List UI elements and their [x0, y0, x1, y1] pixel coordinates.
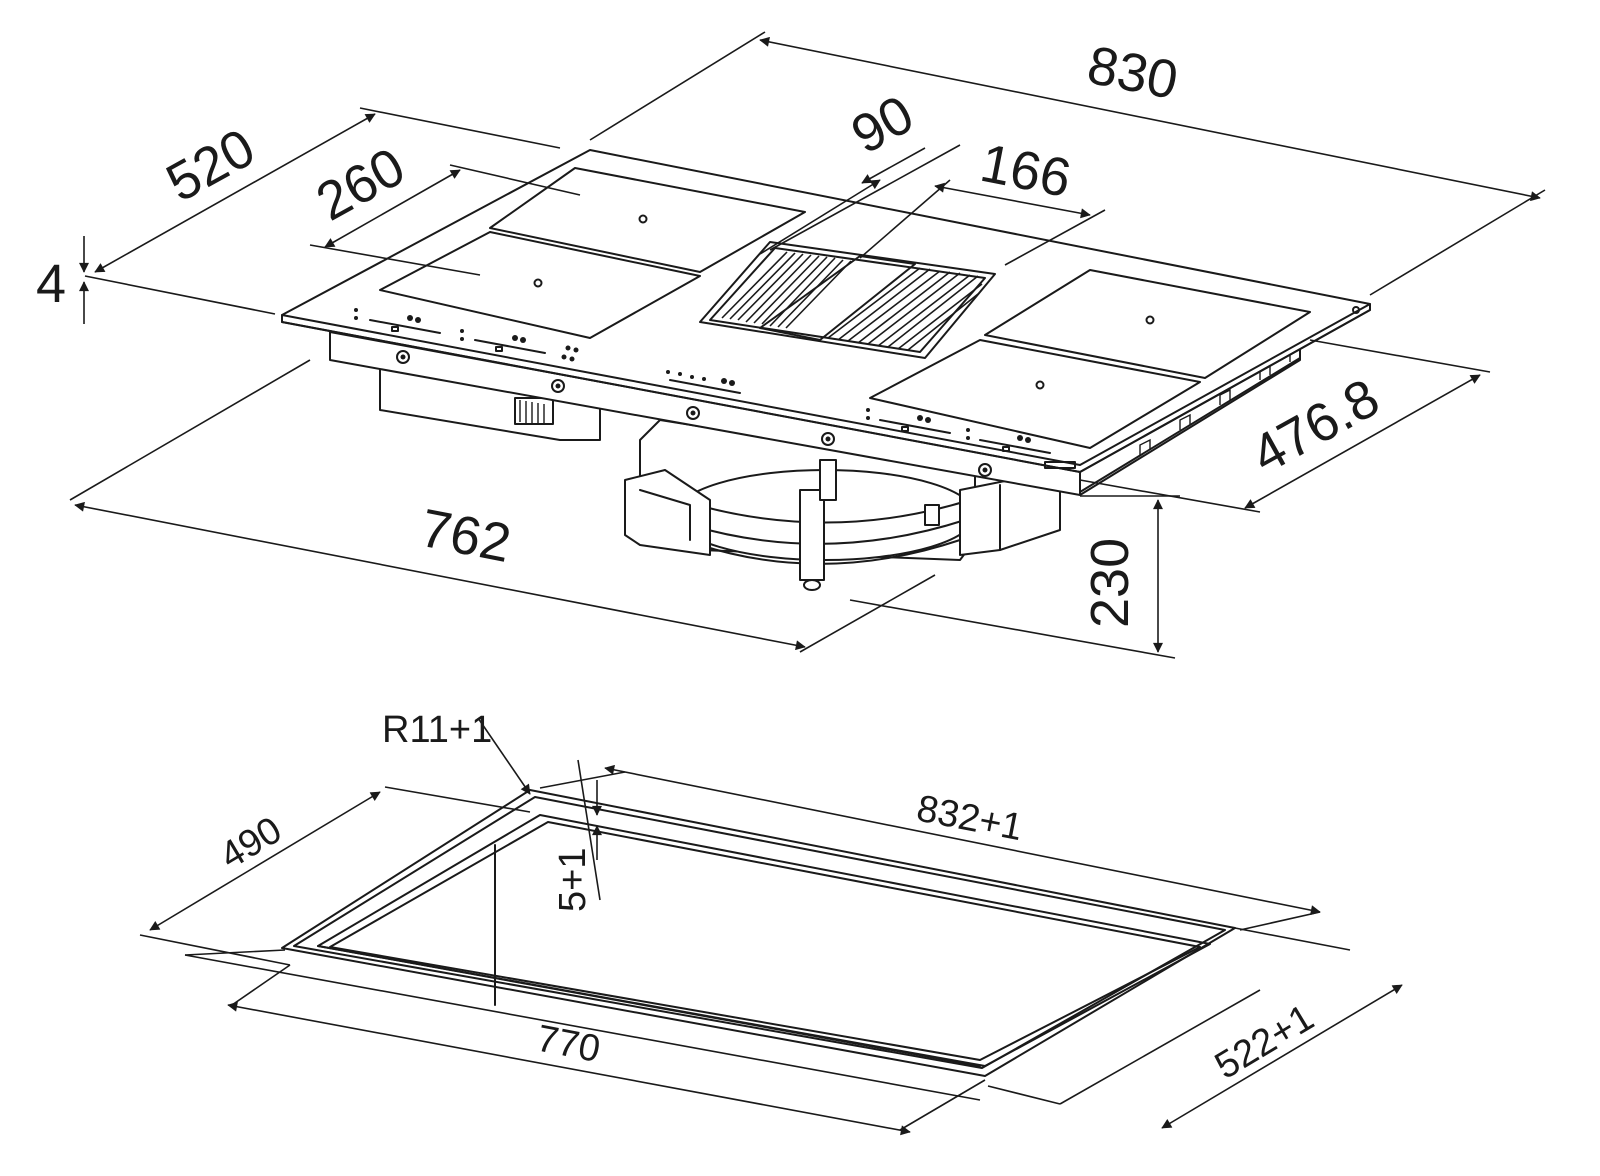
control-slider-3	[866, 408, 951, 434]
vent-grille-left	[721, 251, 852, 329]
dim-label-770: 770	[533, 1018, 603, 1071]
zone-marker	[1035, 380, 1045, 390]
vent-grille-right	[827, 267, 983, 351]
zone-marker	[638, 214, 648, 224]
cutout-drawing: R11+1 832+1 490 5+1 770 522+1	[139, 709, 1403, 1136]
dim-label-230: 230	[1080, 538, 1140, 628]
dim-label-832: 832+1	[913, 788, 1026, 850]
rebate-outline	[281, 789, 1236, 1077]
dim-label-490: 490	[213, 809, 289, 878]
power-indicator	[1352, 306, 1360, 314]
control-slider-2	[460, 329, 579, 362]
control-slider-vent	[666, 370, 741, 394]
control-slider-4	[966, 428, 1051, 454]
touch-controls	[354, 308, 1076, 469]
dim-label-radius: R11+1	[382, 709, 492, 751]
right-cooking-zones	[869, 269, 1360, 449]
fixing-screws	[396, 350, 992, 477]
control-slider-1	[354, 308, 441, 334]
dimension-lines-top	[69, 31, 1546, 659]
dim-label-260: 260	[307, 136, 415, 232]
connector-block	[514, 397, 554, 425]
dim-label-4: 4	[36, 254, 66, 314]
dim-label-5: 5+1	[552, 848, 594, 912]
hob-drawing: 830 520 4 260 90 166 476.8 762 230	[36, 31, 1546, 659]
dim-label-166: 166	[976, 133, 1076, 209]
downdraft-vent	[699, 241, 996, 359]
dim-label-762: 762	[416, 498, 516, 574]
dim-label-90: 90	[842, 84, 924, 166]
zone-marker	[1145, 315, 1155, 325]
zone-marker	[533, 278, 543, 288]
dim-label-520: 520	[157, 117, 265, 213]
control-button-strip	[1044, 461, 1076, 469]
dim-label-830: 830	[1083, 35, 1183, 111]
